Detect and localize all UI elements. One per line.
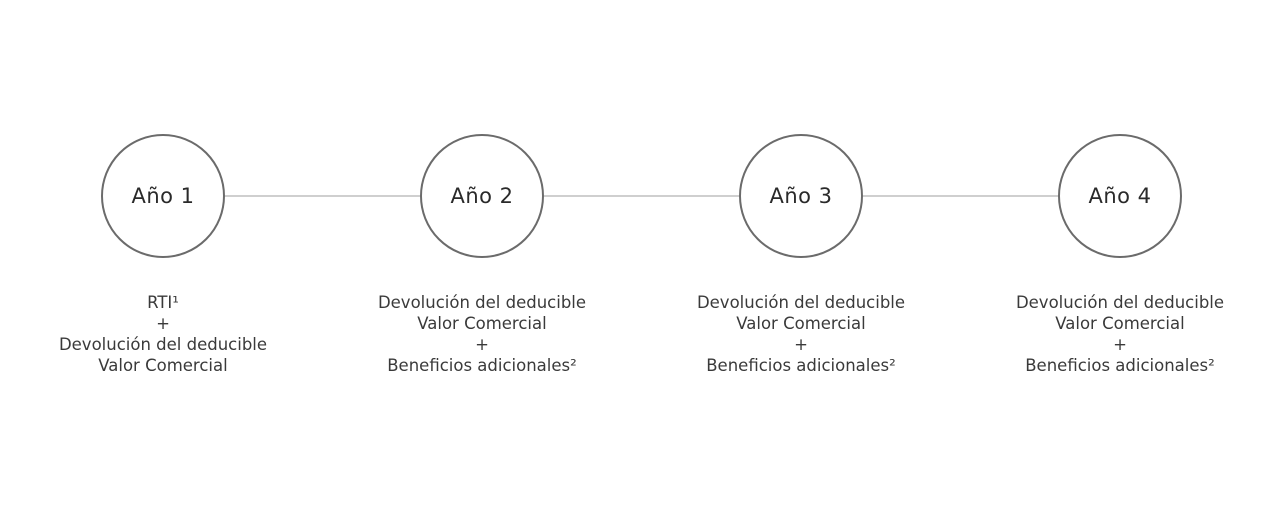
description-line: Devolución del deducible xyxy=(1015,293,1225,312)
description-line: + xyxy=(156,314,170,333)
year-label: Año 4 xyxy=(1088,184,1152,208)
description-line: Devolución del deducible xyxy=(377,293,587,312)
description-line: Valor Comercial xyxy=(98,356,228,375)
connector-line xyxy=(225,195,420,197)
description-line: Devolución del deducible xyxy=(58,335,268,354)
description-line: Valor Comercial xyxy=(736,314,866,333)
description-line: Devolución del deducible xyxy=(696,293,906,312)
year-label: Año 1 xyxy=(131,184,195,208)
description-line: Valor Comercial xyxy=(1055,314,1185,333)
description-line: Beneficios adicionales² xyxy=(387,356,577,375)
description-line: + xyxy=(475,335,489,354)
year-circle: Año 4 xyxy=(1058,134,1182,258)
description-line: + xyxy=(794,335,808,354)
description-line: Beneficios adicionales² xyxy=(706,356,896,375)
year-circle: Año 2 xyxy=(420,134,544,258)
description-line: RTI¹ xyxy=(147,293,179,312)
description-line: Beneficios adicionales² xyxy=(1025,356,1215,375)
step-description: Devolución del deducible Valor Comercial… xyxy=(990,292,1250,376)
step-description: Devolución del deducible Valor Comercial… xyxy=(671,292,931,376)
step-description: RTI¹ + Devolución del deducible Valor Co… xyxy=(33,292,293,376)
description-line: Valor Comercial xyxy=(417,314,547,333)
year-label: Año 3 xyxy=(769,184,833,208)
description-line: + xyxy=(1113,335,1127,354)
year-circle: Año 3 xyxy=(739,134,863,258)
year-label: Año 2 xyxy=(450,184,514,208)
connector-line xyxy=(863,195,1058,197)
connector-line xyxy=(544,195,739,197)
year-circle: Año 1 xyxy=(101,134,225,258)
step-description: Devolución del deducible Valor Comercial… xyxy=(352,292,612,376)
